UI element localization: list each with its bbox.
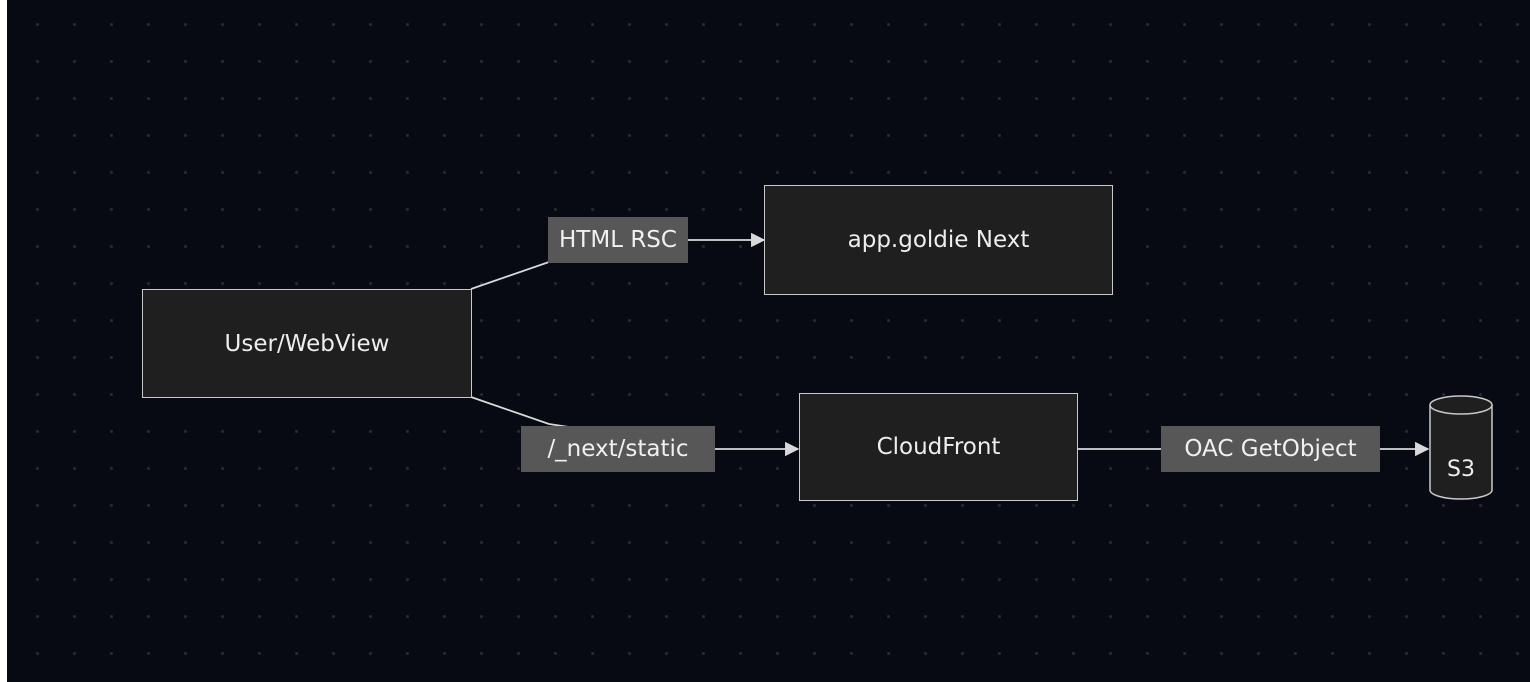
node-cloudfront-label: CloudFront [876, 434, 1001, 460]
node-app-goldie-next[interactable]: app.goldie Next [764, 185, 1113, 295]
node-s3[interactable]: S3 [1430, 448, 1492, 490]
edge-label-oac-getobject: OAC GetObject [1161, 426, 1380, 472]
diagram-canvas [7, 0, 1530, 682]
node-cloudfront[interactable]: CloudFront [799, 393, 1078, 501]
node-s3-label: S3 [1447, 456, 1475, 482]
edge-label-html-rsc: HTML RSC [548, 217, 688, 263]
node-user-webview-label: User/WebView [224, 330, 390, 357]
node-user-webview[interactable]: User/WebView [142, 289, 472, 398]
node-app-goldie-next-label: app.goldie Next [847, 227, 1030, 253]
edge-label-next-static: /_next/static [521, 426, 715, 472]
s3-cylinder-shape [1429, 395, 1493, 500]
